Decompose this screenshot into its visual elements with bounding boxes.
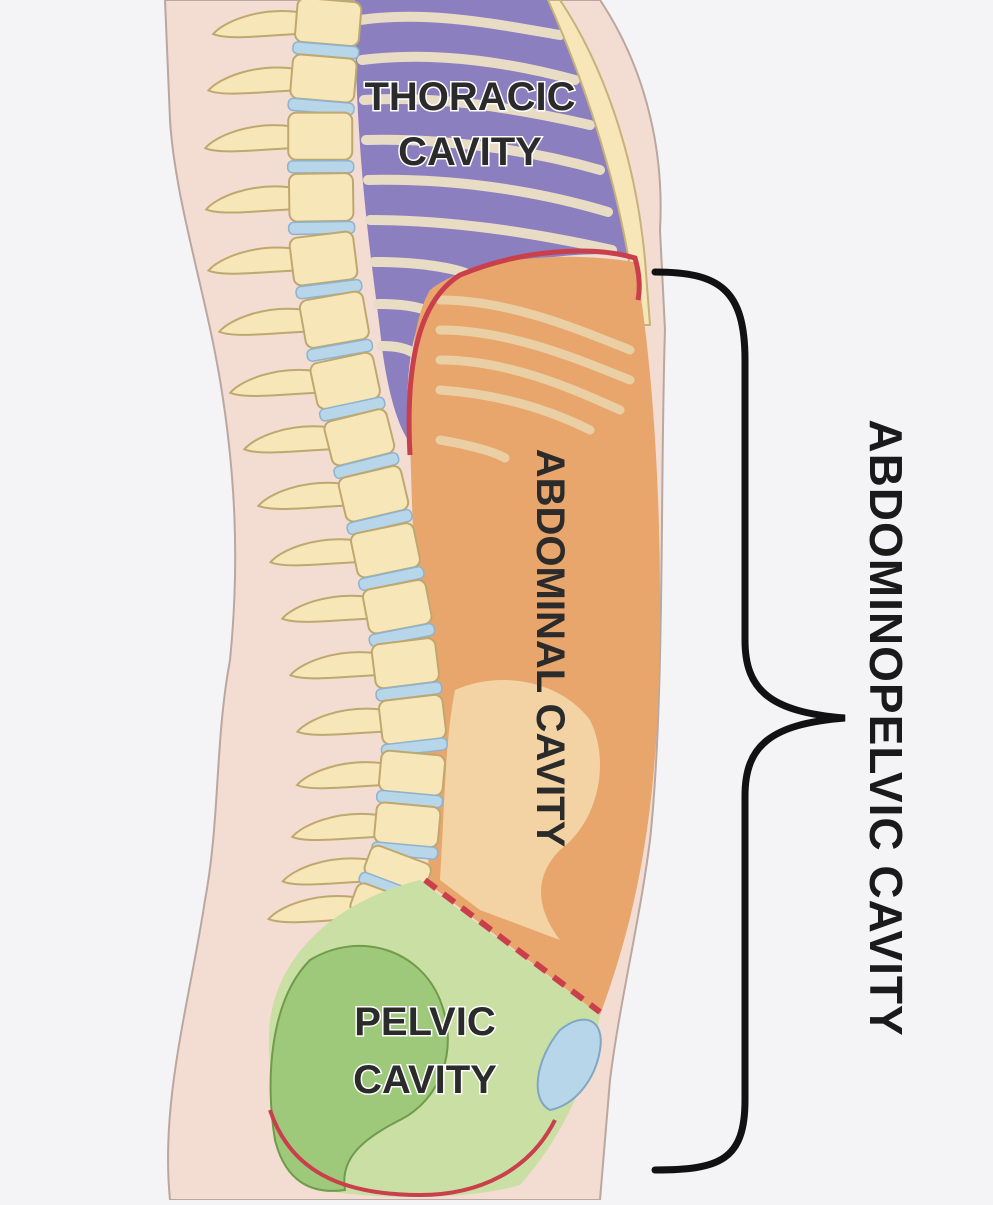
- abdominopelvic-cavity-label: ABDOMINOPELVIC CAVITY: [860, 419, 912, 1036]
- pelvic-cavity-label-line1: PELVIC: [354, 1000, 496, 1044]
- spinous-process: [211, 10, 300, 39]
- vertebra: [373, 801, 442, 849]
- vertebra: [289, 53, 358, 104]
- pelvic-organ: [269, 945, 449, 1192]
- pelvic-floor-line: [268, 1109, 557, 1198]
- svg-text:CAVITY: CAVITY: [398, 130, 542, 174]
- intervertebral-disc: [306, 338, 374, 362]
- spinous-process: [256, 481, 345, 510]
- vertebra: [294, 0, 363, 48]
- spinous-process: [281, 857, 369, 886]
- diaphragm-line: [406, 248, 642, 456]
- vertebra: [377, 749, 447, 797]
- thoracic-cavity-label-line1: THORACIC: [364, 75, 575, 119]
- spinous-process: [268, 538, 357, 567]
- lower-ribs: [435, 295, 635, 463]
- vertebra: [287, 172, 355, 223]
- spinous-process: [266, 895, 355, 924]
- spinous-process: [242, 425, 331, 454]
- intervertebral-disc: [286, 160, 355, 174]
- thoracic-cavity-region: [355, 0, 630, 440]
- spinous-process: [206, 66, 295, 95]
- abdominopelvic-bracket: [651, 268, 846, 1174]
- vertebra: [288, 230, 359, 287]
- vertebra: [370, 637, 440, 690]
- ribs: [355, 11, 617, 357]
- bladder: [536, 1018, 602, 1112]
- vertebra: [287, 111, 354, 161]
- abdominal-pelvic-divider: [423, 877, 602, 1015]
- svg-text:THORACIC: THORACIC: [364, 75, 575, 119]
- spine: [203, 0, 449, 1073]
- svg-text:PELVIC: PELVIC: [354, 1000, 496, 1044]
- intestine-region: [440, 680, 600, 940]
- pelvic-cavity-label-line2: CAVITY: [353, 1058, 497, 1102]
- spinous-process: [203, 124, 292, 153]
- abdominal-cavity-label: ABDOMINAL CAVITY: [528, 449, 572, 848]
- spinous-process: [204, 185, 293, 214]
- vertebra: [298, 290, 370, 349]
- spinous-process: [280, 594, 369, 623]
- spinous-process: [295, 707, 384, 736]
- spinous-process: [295, 761, 383, 790]
- vertebra: [377, 693, 447, 746]
- svg-text:CAVITY: CAVITY: [353, 1058, 497, 1102]
- spinous-process: [288, 651, 377, 680]
- spinous-process: [217, 307, 306, 336]
- spinous-process: [290, 812, 379, 842]
- thoracic-cavity-label-line2: CAVITY: [398, 130, 542, 174]
- spinous-process: [206, 246, 295, 275]
- spinous-process: [228, 368, 317, 398]
